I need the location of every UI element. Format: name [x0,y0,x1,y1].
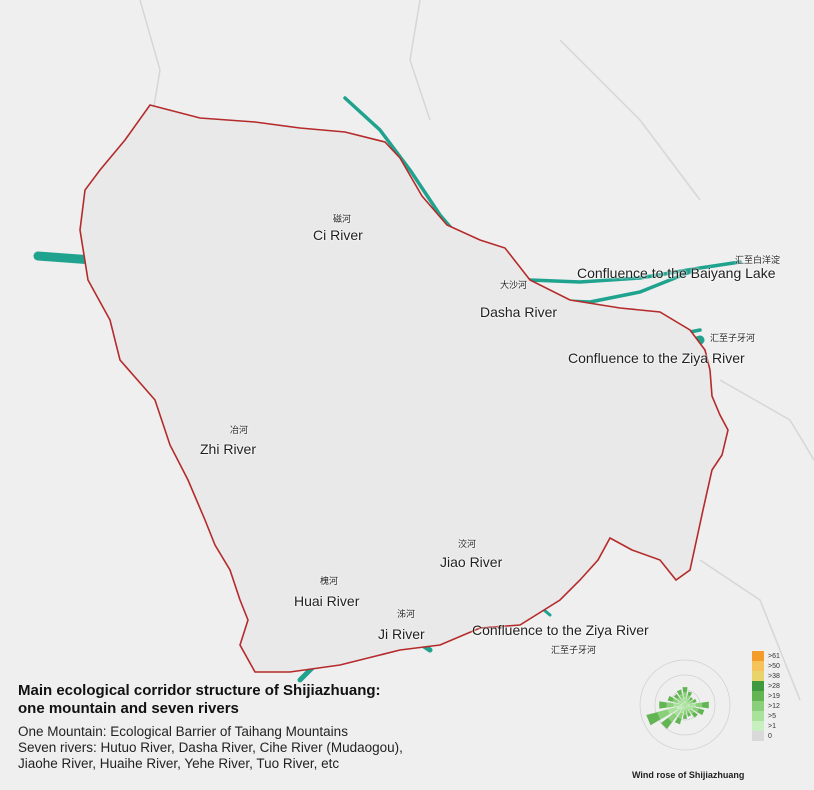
legend-swatch [752,701,764,711]
legend-swatch [752,671,764,681]
wind-rose-petal [685,703,696,707]
label-ziya2-en: Confluence to the Ziya River [472,622,649,638]
legend-row: 0 [752,731,792,741]
label-huai-en: Huai River [294,593,360,609]
legend-row: >1 [752,721,792,731]
wind-rose-petal [676,705,685,710]
legend-label: >50 [768,662,780,670]
label-dasha-cn: 大沙河 [500,281,528,291]
wind-rose-petal [685,705,687,708]
legend-swatch [752,661,764,671]
caption-title-line2: one mountain and seven rivers [18,700,239,717]
label-huai-cn: 槐河 [320,577,339,587]
caption-body-line2: Seven rivers: Hutuo River, Dasha River, … [18,740,403,755]
label-jiao-cn: 洨河 [458,540,477,550]
wind-rose-petal [685,705,690,708]
wind-rose-petal [684,705,686,712]
legend-swatch [752,731,764,741]
legend-row: >50 [752,661,792,671]
wind-rose-chart [639,659,731,751]
wind-rose-title: Wind rose of Shijiazhuang [632,770,745,780]
label-ji-en: Ji River [378,626,425,642]
map-caption: Main ecological corridor structure of Sh… [18,682,618,772]
legend-label: >61 [768,652,780,660]
wind-rose-petal [679,705,685,711]
legend-label: >5 [768,712,776,720]
legend-label: >19 [768,692,780,700]
label-ji-cn: 泲河 [397,610,416,620]
label-ci-en: Ci River [313,227,363,243]
label-baiyang-en: Confluence to the Baiyang Lake [577,265,776,281]
wind-rose-petal [685,702,687,705]
caption-body-line1: One Mountain: Ecological Barrier of Taih… [18,724,348,739]
wind-rose-petal [685,705,688,708]
wind-rose-petals [646,687,709,729]
wind-rose-petal [683,696,687,705]
legend-row: >28 [752,681,792,691]
legend-label: >38 [768,672,780,680]
legend-swatch [752,711,764,721]
label-ci-cn: 磁河 [333,215,352,225]
label-ziya2-cn: 汇至子牙河 [551,646,597,656]
wind-rose-petal [684,705,686,709]
administrative-boundary [79,104,729,673]
label-ziya1-en: Confluence to the Ziya River [568,350,745,366]
legend-row: >5 [752,711,792,721]
caption-title-line1: Main ecological corridor structure of Sh… [18,682,381,699]
label-zhi-cn: 冶河 [230,426,249,436]
legend-swatch [752,651,764,661]
label-ziya1-cn: 汇至子牙河 [710,334,756,344]
wind-rose-petal [682,702,685,705]
legend-row: >19 [752,691,792,701]
label-baiyang-cn: 汇至白洋淀 [735,256,781,266]
label-zhi-en: Zhi River [200,441,257,457]
wind-rose-petal [685,703,688,705]
wind-rose-petal [682,705,685,710]
legend-label: >12 [768,702,780,710]
caption-body-line3: Jiaohe River, Huaihe River, Yehe River, … [18,756,340,771]
legend-swatch [752,721,764,731]
wind-rose-petal [685,703,687,705]
legend-label: >1 [768,722,776,730]
wind-rose-petal [681,702,685,705]
legend-row: >12 [752,701,792,711]
wind-rose-petal [685,704,691,706]
legend-row: >61 [752,651,792,661]
legend-swatch [752,691,764,701]
wind-rose-petal [673,703,685,707]
label-jiao-en: Jiao River [440,554,503,570]
legend-swatch [752,681,764,691]
legend-label: 0 [768,732,772,740]
wind-rose-petal [683,701,685,705]
legend-row: >38 [752,671,792,681]
wind-speed-legend: >61 >50 >38 >28 >19 >12 >5 >1 0 [752,651,792,741]
label-dasha-en: Dasha River [480,304,558,320]
wind-rose-petal [679,704,685,706]
legend-label: >28 [768,682,780,690]
wind-rose-petal [684,701,686,705]
